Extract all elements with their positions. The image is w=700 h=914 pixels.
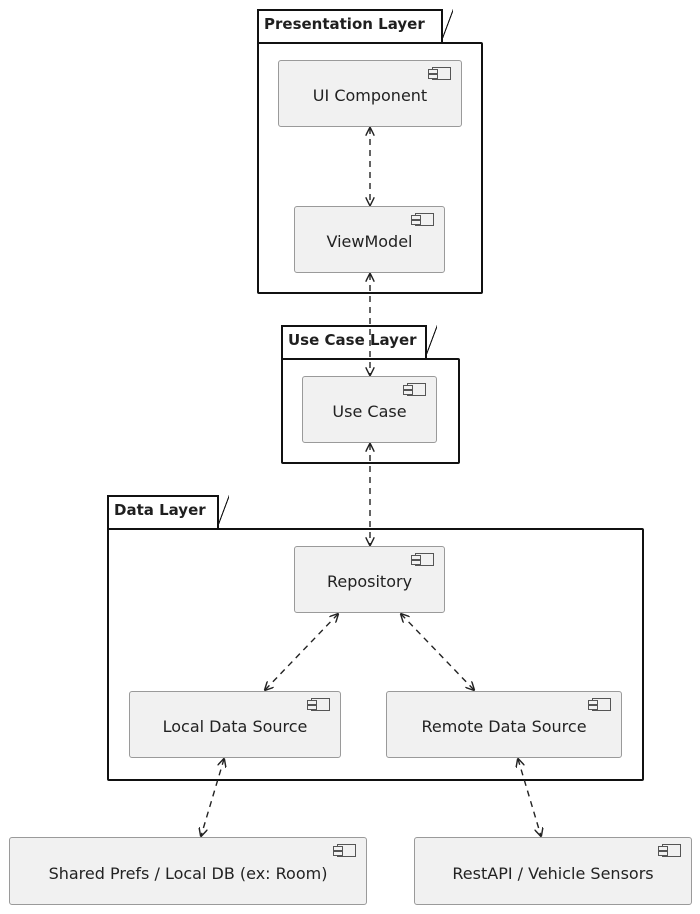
remote-data-source-label: Remote Data Source: [421, 717, 587, 736]
repository-node[interactable]: Repository: [294, 546, 445, 613]
component-icon: [403, 383, 426, 396]
use-case-label: Use Case: [332, 402, 407, 421]
component-icon: [588, 698, 611, 711]
component-icon: [411, 553, 434, 566]
component-icon: [411, 213, 434, 226]
component-icon: [658, 844, 681, 857]
rest-api-node[interactable]: RestAPI / Vehicle Sensors: [414, 837, 692, 905]
use-case-node[interactable]: Use Case: [302, 376, 437, 443]
data-layer-tab: Data Layer: [107, 495, 229, 529]
repository-label: Repository: [326, 572, 413, 591]
viewmodel-node[interactable]: ViewModel: [294, 206, 445, 273]
ui-component-node[interactable]: UI Component: [278, 60, 462, 127]
ui-component-label: UI Component: [312, 86, 428, 105]
local-data-source-label: Local Data Source: [162, 717, 308, 736]
usecase-layer-tab: Use Case Layer: [281, 325, 437, 359]
shared-prefs-label: Shared Prefs / Local DB (ex: Room): [48, 863, 328, 883]
remote-data-source-node[interactable]: Remote Data Source: [386, 691, 622, 758]
viewmodel-label: ViewModel: [326, 232, 413, 251]
presentation-layer-title: Presentation Layer: [264, 15, 425, 33]
local-data-source-node[interactable]: Local Data Source: [129, 691, 341, 758]
component-icon: [307, 698, 330, 711]
usecase-layer-title: Use Case Layer: [288, 331, 417, 349]
presentation-layer-tab: Presentation Layer: [257, 9, 453, 43]
data-layer-package: [107, 528, 644, 781]
component-icon: [428, 67, 451, 80]
shared-prefs-node[interactable]: Shared Prefs / Local DB (ex: Room): [9, 837, 367, 905]
component-icon: [333, 844, 356, 857]
data-layer-title: Data Layer: [114, 501, 206, 519]
rest-api-label: RestAPI / Vehicle Sensors: [452, 863, 654, 883]
